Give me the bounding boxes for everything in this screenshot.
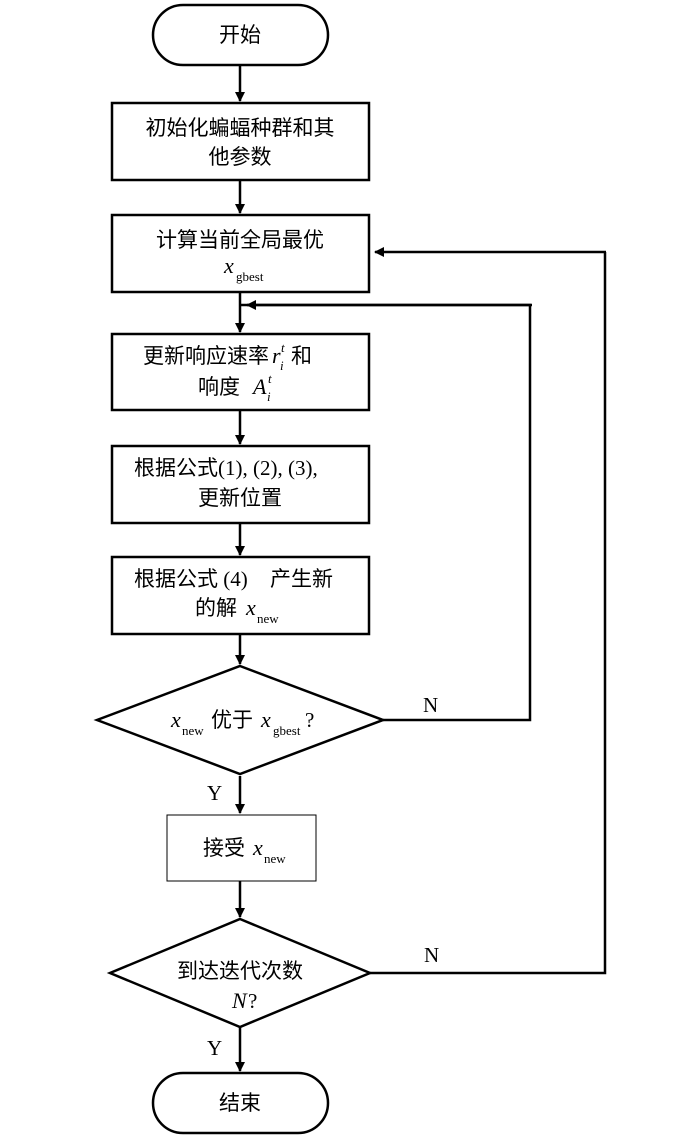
- end-label: 结束: [219, 1091, 261, 1115]
- d1-var2: x: [260, 707, 271, 732]
- new-solution-cjk: 根据公式: [134, 567, 218, 591]
- rate-sup: t: [281, 340, 285, 355]
- d2-no-label: N: [424, 943, 439, 967]
- new-solution-var: x: [245, 595, 256, 620]
- gbest-process-box: 计算当前全局最优 x gbest: [110, 213, 371, 294]
- gbest-var: x: [223, 253, 234, 278]
- d1-middle: 优于: [211, 708, 253, 732]
- loudness-sub: i: [267, 389, 271, 404]
- decision-better-than-gbest: x new 优于 x gbest ?: [93, 664, 387, 776]
- accept-label: 接受: [203, 836, 245, 860]
- d2-var: N: [231, 988, 248, 1013]
- new-solution-tail: 产生新: [270, 567, 333, 591]
- d1-sub2: gbest: [273, 723, 301, 738]
- new-solution-sub: new: [257, 611, 279, 626]
- accept-var: x: [252, 835, 263, 860]
- d1-yes-label: Y: [207, 781, 222, 805]
- new-solution-box: 根据公式 (4) 产生新 的解 x new: [110, 555, 371, 636]
- gbest-sub: gbest: [236, 269, 264, 284]
- rate-var: r: [272, 343, 281, 368]
- init-line2: 他参数: [209, 145, 272, 169]
- update-position-box: 根据公式 (1), (2), (3), 更新位置: [110, 444, 371, 525]
- connectors: [235, 65, 607, 1072]
- update-rate-suffix: 和: [291, 344, 312, 368]
- init-line1: 初始化蝙蝠种群和其: [146, 116, 335, 140]
- start-label: 开始: [219, 23, 261, 47]
- loudness-sup: t: [268, 371, 272, 386]
- update-rate-prefix: 更新响应速率: [143, 344, 269, 368]
- decision-max-iterations: 到达迭代次数 N ?: [106, 917, 374, 1029]
- start-terminal: 开始: [151, 3, 330, 67]
- update-position-cjk: 根据公式: [134, 456, 218, 480]
- d1-var1: x: [170, 707, 181, 732]
- update-position-line2: 更新位置: [198, 486, 282, 510]
- new-solution-line2: 的解: [195, 596, 237, 620]
- loudness-prefix: 响度: [198, 375, 240, 399]
- accept-sub: new: [264, 851, 286, 866]
- accept-box: 接受 x new: [166, 814, 317, 882]
- d1-no-label: N: [423, 693, 438, 717]
- d2-tail: ?: [248, 989, 257, 1013]
- loop-decision2-no: [370, 252, 607, 975]
- new-solution-eq: (4): [218, 567, 253, 591]
- rate-sub: i: [280, 358, 284, 373]
- loudness-var: A: [251, 374, 267, 399]
- d2-yes-label: Y: [207, 1036, 222, 1060]
- update-position-eq: (1), (2), (3),: [218, 456, 318, 480]
- end-terminal: 结束: [151, 1071, 330, 1135]
- d2-line1: 到达迭代次数: [177, 959, 303, 983]
- d1-tail: ?: [305, 708, 314, 732]
- update-rate-box: 更新响应速率 r t i 和 响度 A t i: [110, 332, 371, 412]
- init-process-box: 初始化蝙蝠种群和其 他参数: [110, 101, 371, 182]
- gbest-line1: 计算当前全局最优: [156, 228, 324, 252]
- d1-sub1: new: [182, 723, 204, 738]
